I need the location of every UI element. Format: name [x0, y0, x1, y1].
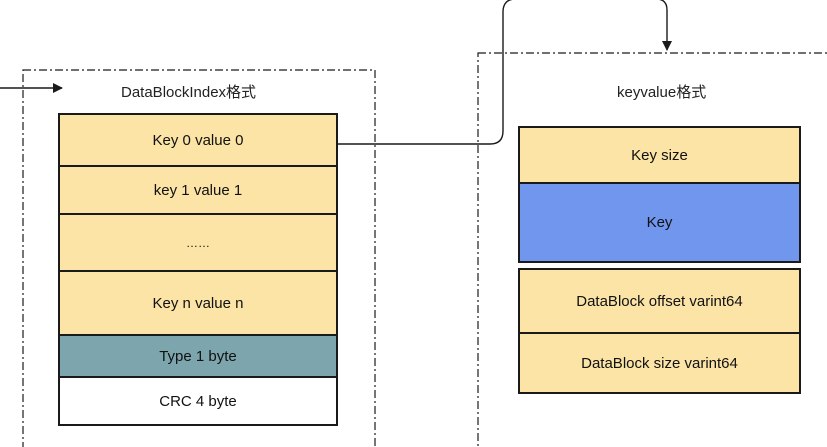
key0-to-keyvalue-connector [338, 0, 672, 145]
index-row-keyn: Key n value n [58, 270, 338, 336]
keyvalue-block-title: keyvalue格式 [617, 84, 707, 101]
index-block-title: DataBlockIndex格式 [121, 84, 257, 101]
keyvalue-row-key: Key [518, 182, 801, 263]
keyvalue-row-size: DataBlock size varint64 [518, 332, 801, 394]
keyvalue-frame-border [477, 52, 827, 447]
index-row-crc: CRC 4 byte [58, 376, 338, 426]
index-row-type: Type 1 byte [58, 334, 338, 378]
index-row-key1: key 1 value 1 [58, 165, 338, 215]
keyvalue-row-key-size: Key size [518, 126, 801, 184]
index-row-key0: Key 0 value 0 [58, 113, 338, 167]
keyvalue-row-offset: DataBlock offset varint64 [518, 268, 801, 334]
index-frame-border [22, 69, 376, 447]
index-row-ellipsis: …… [58, 213, 338, 272]
